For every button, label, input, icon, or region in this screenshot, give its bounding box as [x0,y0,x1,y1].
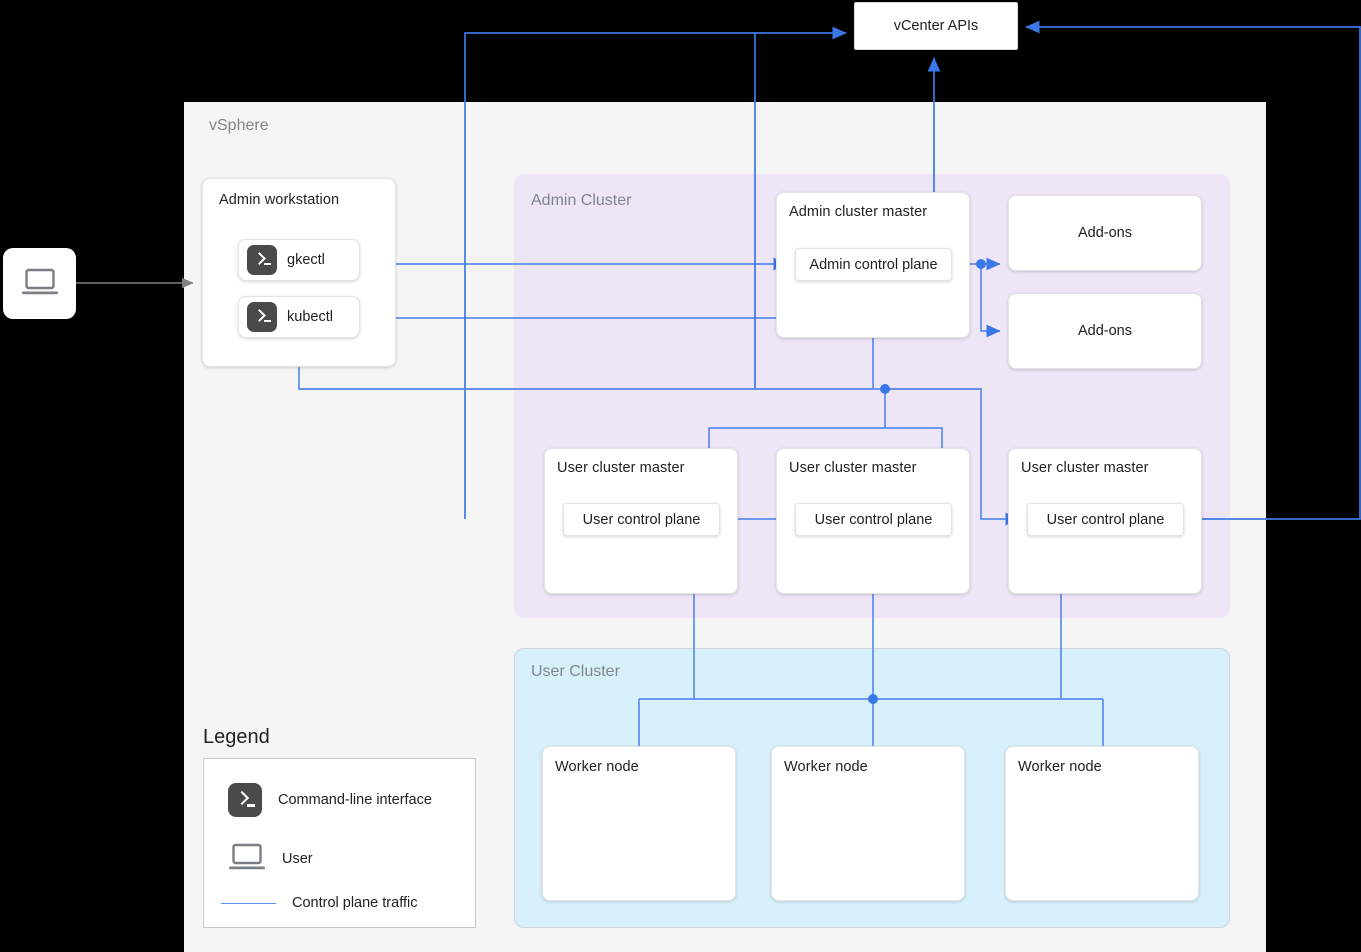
cli-kubectl[interactable]: kubectl [238,296,360,338]
user-cluster-master-label-3: User cluster master [1021,460,1149,476]
user-control-plane-label-1: User control plane [582,511,701,528]
vsphere-label: vSphere [209,117,269,134]
worker-node-label-1: Worker node [555,759,639,775]
legend-title: Legend [203,726,270,748]
vcenter-apis-label: vCenter APIs [893,18,979,34]
worker-node-box-3[interactable]: Worker node [1005,746,1199,901]
legend-item-cli-label: Command-line interface [278,792,432,808]
laptop-icon [22,268,58,295]
addons-box-1[interactable]: Add-ons [1008,195,1202,271]
user-node-box[interactable] [3,248,76,319]
worker-node-label-2: Worker node [784,759,868,775]
user-cluster-master-label-1: User cluster master [557,460,685,476]
admin-cluster-label: Admin Cluster [531,192,632,209]
admin-workstation-label: Admin workstation [219,192,340,208]
legend-item-user: User [228,843,313,874]
worker-node-label-3: Worker node [1018,759,1102,775]
legend-item-traffic: Control plane traffic [221,895,417,911]
user-control-plane-label-2: User control plane [814,511,933,528]
cli-kubectl-label: kubectl [287,309,333,325]
user-control-plane-box-3[interactable]: User control plane [1027,503,1184,536]
legend-item-traffic-label: Control plane traffic [292,895,418,911]
admin-control-plane-box[interactable]: Admin control plane [795,248,952,281]
worker-node-box-1[interactable]: Worker node [542,746,736,901]
terminal-icon [228,783,262,817]
worker-node-box-2[interactable]: Worker node [771,746,965,901]
cli-gkectl[interactable]: gkectl [238,239,360,281]
legend-item-user-label: User [282,850,313,867]
vcenter-apis-box[interactable]: vCenter APIs [854,2,1018,50]
cli-gkectl-label: gkectl [287,252,325,268]
user-control-plane-box-1[interactable]: User control plane [563,503,720,536]
line-swatch-icon [221,902,276,904]
user-control-plane-box-2[interactable]: User control plane [795,503,952,536]
admin-cluster-master-label: Admin cluster master [789,204,928,220]
addons-label-2: Add-ons [1077,323,1132,339]
addons-label-1: Add-ons [1077,225,1132,241]
laptop-icon [229,843,265,870]
admin-control-plane-label: Admin control plane [809,256,938,273]
addons-box-2[interactable]: Add-ons [1008,293,1202,369]
terminal-icon [247,245,277,275]
user-cluster-master-label-2: User cluster master [789,460,917,476]
user-control-plane-label-3: User control plane [1046,511,1165,528]
terminal-icon [247,302,277,332]
legend-item-cli: Command-line interface [228,783,432,817]
user-cluster-label: User Cluster [531,663,620,680]
